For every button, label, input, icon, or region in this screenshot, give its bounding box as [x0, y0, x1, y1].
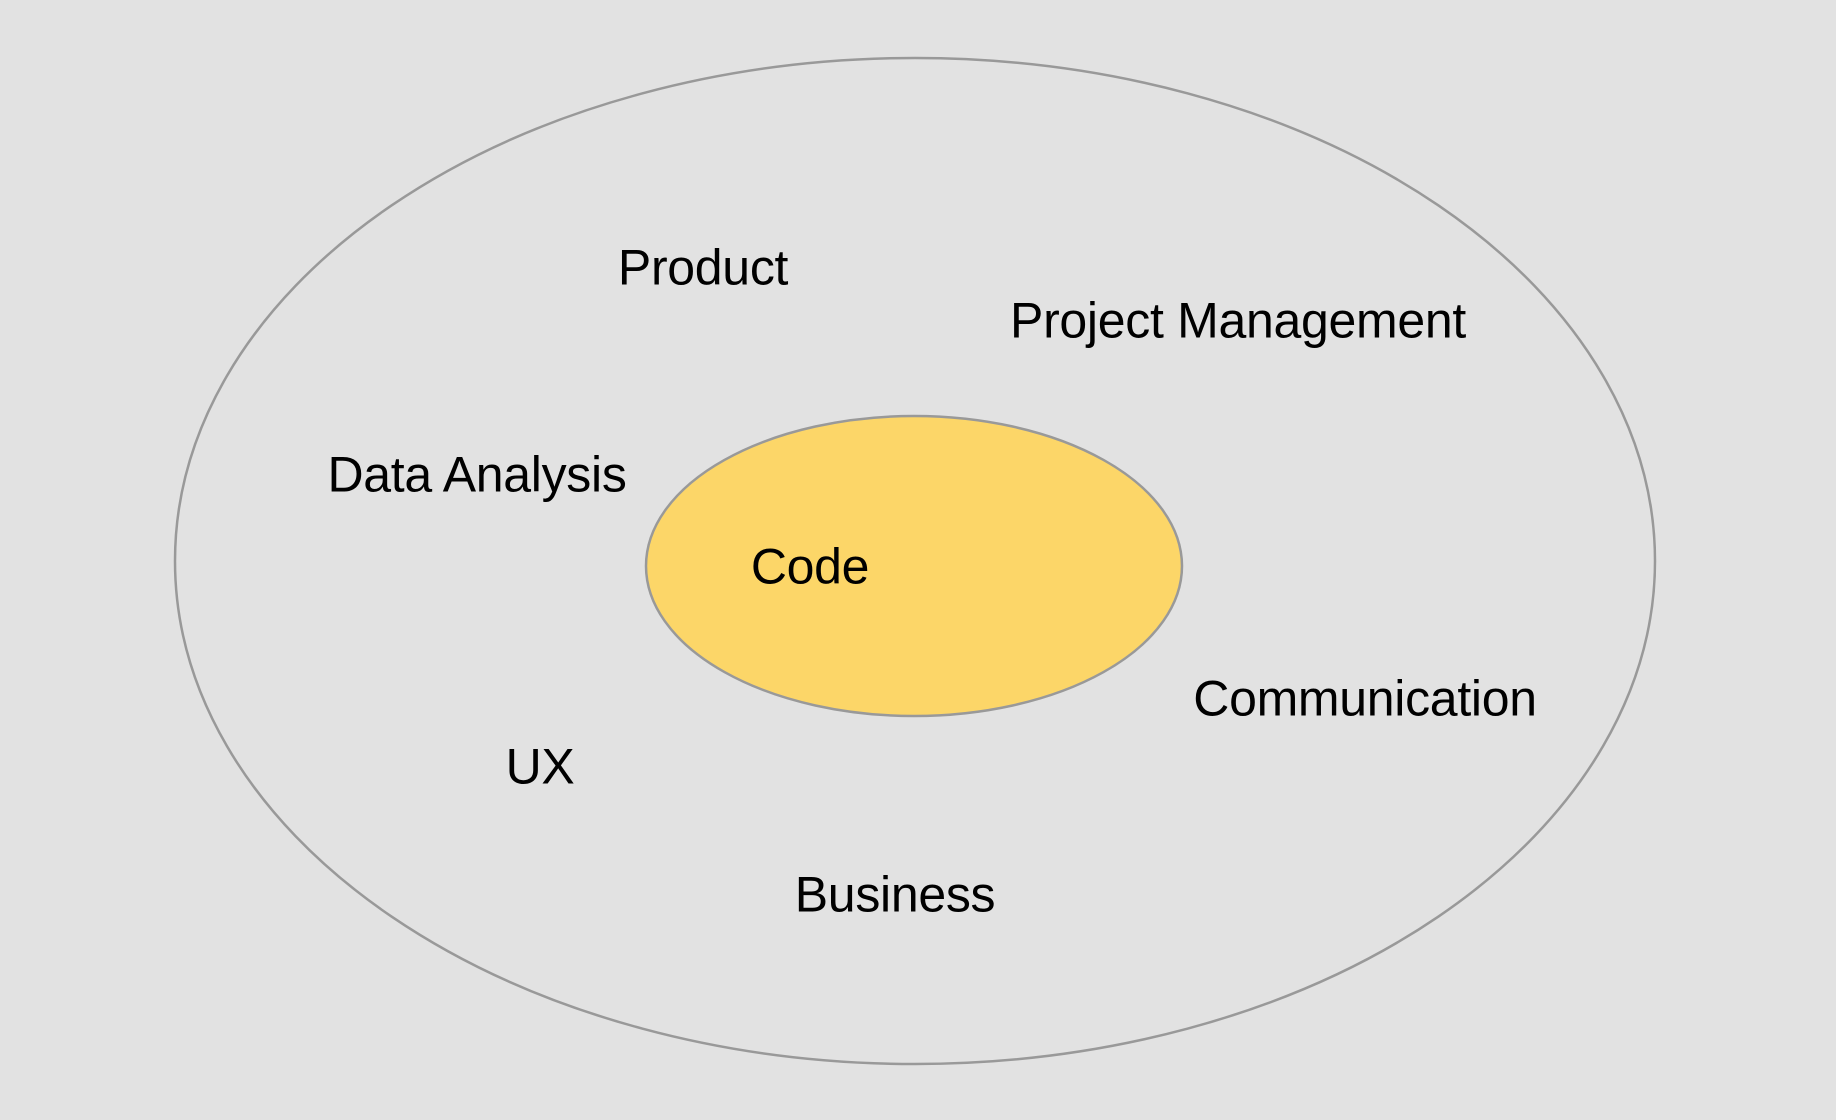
label-ux: UX: [505, 738, 575, 795]
label-project-management: Project Management: [1010, 292, 1466, 349]
label-communication: Communication: [1193, 670, 1537, 727]
label-product: Product: [617, 239, 789, 296]
label-code: Code: [750, 538, 870, 595]
label-data-analysis: Data Analysis: [327, 446, 627, 503]
outer-skills-ellipse: [173, 56, 1657, 1066]
inner-code-ellipse: [644, 414, 1184, 718]
label-business: Business: [794, 866, 996, 923]
